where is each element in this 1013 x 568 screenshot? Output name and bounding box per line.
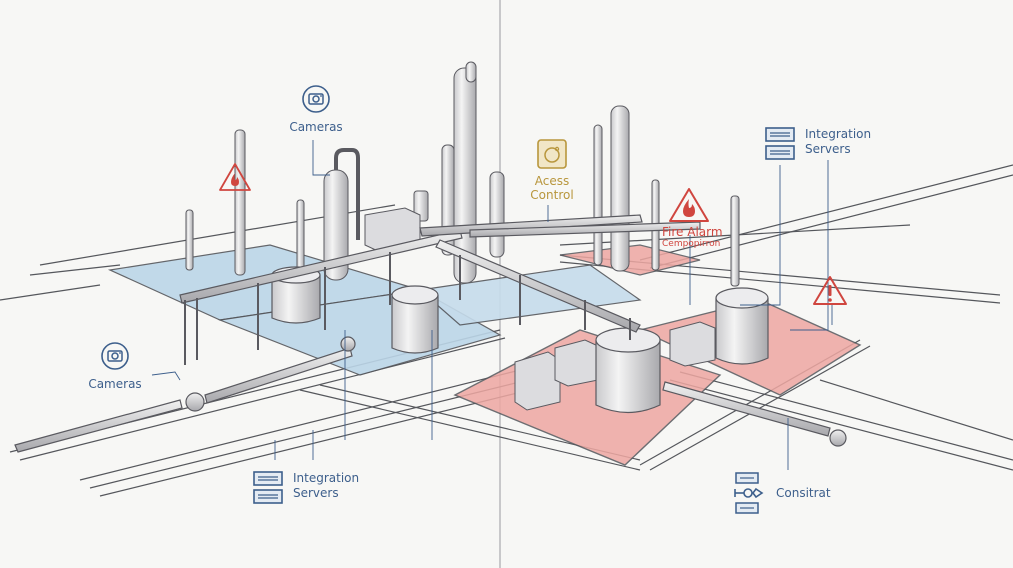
cameras-text: Cameras bbox=[289, 120, 343, 134]
camera-icon bbox=[302, 85, 330, 113]
integration-servers-label-bottom[interactable]: Integration Servers bbox=[253, 471, 359, 505]
storage-tanks bbox=[271, 266, 769, 414]
cameras-label-top[interactable]: Cameras bbox=[281, 84, 351, 134]
access-control-icon bbox=[537, 139, 567, 169]
road-lines bbox=[0, 164, 1013, 497]
rack-legs bbox=[184, 252, 631, 365]
integration-servers-line2: Servers bbox=[805, 142, 851, 156]
server-icon bbox=[765, 127, 795, 160]
cameras-label-left[interactable]: Cameras bbox=[80, 341, 150, 391]
integration-servers-label-top[interactable]: Integration Servers bbox=[765, 127, 871, 161]
camera-icon bbox=[101, 342, 129, 370]
fire-warning-icon[interactable] bbox=[218, 162, 252, 192]
pipe-racks bbox=[179, 214, 701, 333]
constrat-text: Consitrat bbox=[776, 486, 831, 500]
cameras-text: Cameras bbox=[88, 377, 142, 391]
server-icon bbox=[253, 471, 283, 504]
exclamation-warning-icon[interactable] bbox=[812, 275, 848, 306]
fire-alarm-line1: Fire Alarm bbox=[662, 225, 723, 239]
access-control-label[interactable]: Acess Control bbox=[522, 138, 582, 202]
constrat-label[interactable]: Consitrat bbox=[734, 472, 831, 514]
fire-alarm-line2: Cempopirron bbox=[662, 239, 721, 249]
access-control-line2: Control bbox=[530, 188, 574, 202]
server-connector-icon bbox=[734, 472, 764, 514]
equipment-boxes bbox=[364, 207, 716, 411]
fire-warning-icon bbox=[669, 188, 709, 222]
fire-alarm-label[interactable]: Fire Alarm Cempopirron bbox=[662, 187, 742, 250]
integration-servers-line1: Integration bbox=[293, 471, 360, 485]
integration-servers-line2: Servers bbox=[293, 486, 339, 500]
integration-servers-line1: Integration bbox=[805, 127, 872, 141]
leader-lines bbox=[151, 140, 833, 470]
access-control-line1: Acess bbox=[534, 174, 570, 188]
